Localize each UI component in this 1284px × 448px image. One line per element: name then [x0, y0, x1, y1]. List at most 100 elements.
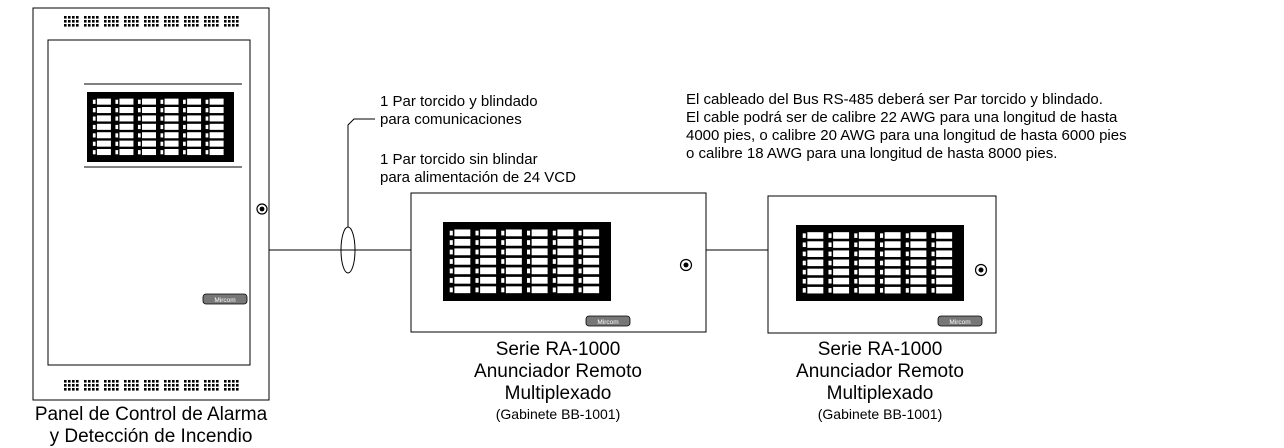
- vent-slot: [216, 20, 219, 23]
- indicator-led: [475, 287, 479, 293]
- vent-slot: [236, 384, 239, 387]
- vent-slot: [172, 380, 175, 383]
- vent-slot: [64, 388, 67, 391]
- comm-pair-line-1: 1 Par torcido y blindado: [380, 93, 538, 110]
- indicator-led: [828, 278, 832, 284]
- vent-slot: [184, 384, 187, 387]
- indicator-led: [205, 124, 209, 130]
- vent-slot: [96, 24, 99, 27]
- led-display-module: [796, 225, 964, 301]
- zone-label-slot: [858, 268, 875, 276]
- rs485-wiring-note: El cableado del Bus RS-485 deberá ser Pa…: [686, 91, 1127, 163]
- vent-slot: [116, 380, 119, 383]
- vent-slot: [152, 24, 155, 27]
- vent-slot: [168, 16, 171, 19]
- indicator-led: [160, 141, 164, 146]
- zone-label-slot: [531, 267, 548, 275]
- indicator-led: [137, 116, 141, 121]
- zone-label-slot: [164, 140, 179, 147]
- indicator-led: [905, 242, 909, 248]
- zone-label-slot: [884, 259, 901, 267]
- zone-label-slot: [187, 149, 202, 156]
- vent-slot: [156, 384, 159, 387]
- zone-label-slot: [164, 98, 179, 105]
- zone-label-slot: [858, 241, 875, 248]
- annunciator-name-line-2: Multiplexado: [826, 383, 934, 404]
- indicator-led: [802, 269, 806, 275]
- zone-label-slot: [96, 132, 111, 139]
- indicator-led: [501, 240, 505, 245]
- vent-slot: [144, 380, 147, 383]
- indicator-led: [501, 249, 505, 255]
- vent-slot: [68, 16, 71, 19]
- indicator-led: [160, 99, 164, 104]
- zone-label-slot: [833, 268, 850, 276]
- vent-slot: [196, 388, 199, 391]
- indicator-led: [475, 240, 479, 245]
- zone-label-slot: [480, 229, 497, 237]
- indicator-led: [552, 249, 556, 255]
- vent-slot: [224, 388, 227, 391]
- vent-slot: [192, 384, 195, 387]
- zone-label-slot: [119, 123, 134, 130]
- vent-slot: [156, 380, 159, 383]
- indicator-led: [160, 108, 164, 113]
- annunciator-cabinet: (Gabinete BB-1001): [495, 406, 621, 422]
- zone-label-slot: [142, 115, 156, 122]
- zone-label-slot: [142, 98, 156, 105]
- vent-slot: [224, 16, 227, 19]
- zone-label-slot: [884, 277, 901, 285]
- indicator-led: [578, 268, 582, 274]
- vent-slot: [96, 384, 99, 387]
- vent-slot: [68, 24, 71, 27]
- comm-pair-line-2: para comunicaciones: [380, 111, 522, 128]
- indicator-led: [115, 150, 119, 155]
- vent-slot: [164, 388, 167, 391]
- vent-slot: [208, 384, 211, 387]
- indicator-led: [828, 288, 832, 293]
- vent-slot: [176, 20, 179, 23]
- vent-slot: [232, 388, 235, 391]
- vent-slot: [212, 388, 215, 391]
- vent-slot: [208, 16, 211, 19]
- zone-label-slot: [807, 268, 824, 276]
- vent-slot: [92, 384, 95, 387]
- indicator-led: [137, 133, 141, 138]
- indicator-led: [552, 268, 556, 274]
- zone-label-slot: [480, 267, 497, 275]
- vent-slot: [236, 16, 239, 19]
- indicator-led: [160, 116, 164, 121]
- vent-slot: [212, 384, 215, 387]
- zone-label-slot: [910, 259, 927, 267]
- vent-slot: [184, 388, 187, 391]
- vent-slot: [112, 20, 115, 23]
- vent-slot: [168, 384, 171, 387]
- indicator-led: [115, 108, 119, 113]
- indicator-led: [854, 278, 858, 284]
- vent-slot: [112, 388, 115, 391]
- vent-slot: [236, 388, 239, 391]
- vent-slot: [148, 380, 151, 383]
- comm-pair-label: 1 Par torcido y blindado para comunicaci…: [380, 93, 538, 129]
- indicator-led: [137, 141, 141, 146]
- vent-slot: [64, 24, 67, 27]
- annunciator-1-caption: Serie RA-1000 Anunciador Remoto Multiple…: [438, 339, 678, 423]
- zone-label-slot: [557, 229, 574, 237]
- main-panel-caption-line-1: Panel de Control de Alarma: [34, 404, 268, 425]
- vent-slot: [168, 380, 171, 383]
- vent-slot: [68, 388, 71, 391]
- vent-slot: [136, 380, 139, 383]
- vent-slot: [196, 24, 199, 27]
- zone-label-slot: [833, 286, 850, 294]
- zone-label-slot: [119, 98, 134, 105]
- zone-label-slot: [807, 232, 824, 239]
- vent-slot: [84, 24, 87, 27]
- zone-label-slot: [480, 286, 497, 294]
- zone-label-slot: [807, 241, 824, 248]
- top-vent-grille: [64, 16, 239, 27]
- zone-label-slot: [833, 277, 850, 285]
- vent-slot: [108, 388, 111, 391]
- zone-label-slot: [480, 248, 497, 256]
- indicator-led: [931, 242, 935, 248]
- vent-slot: [128, 388, 131, 391]
